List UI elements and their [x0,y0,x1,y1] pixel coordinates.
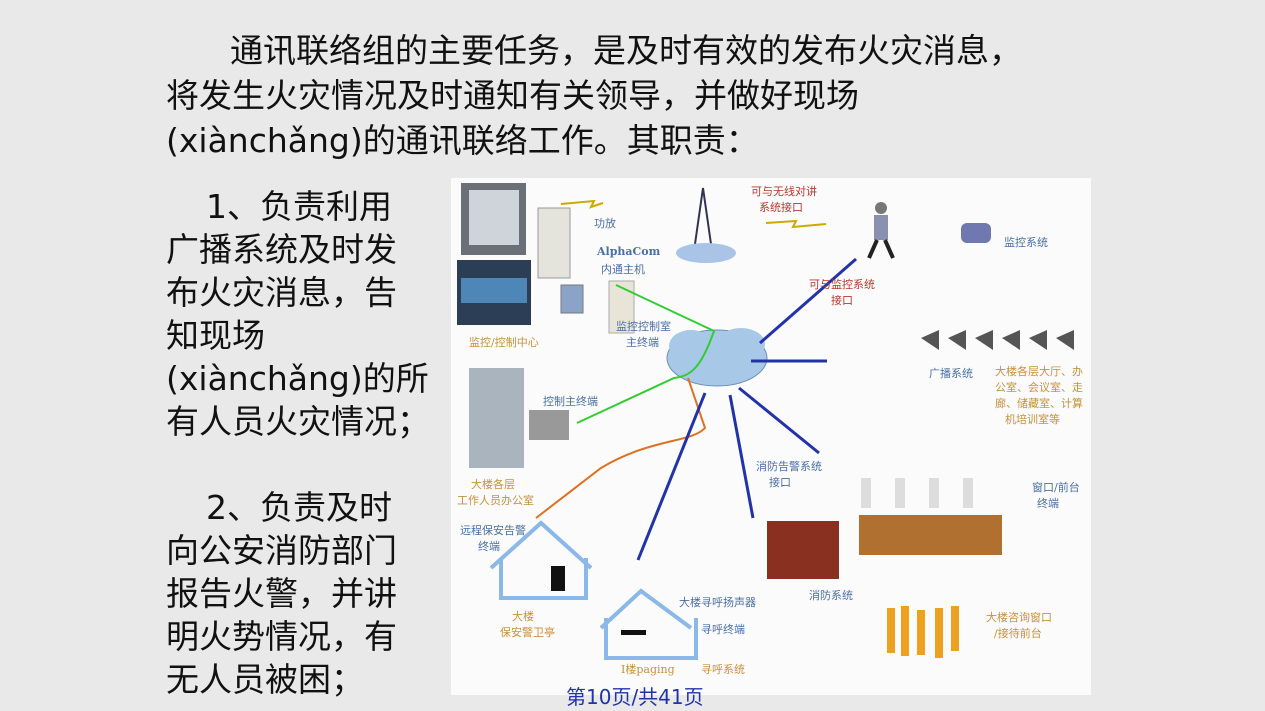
guard-house-icon [489,520,593,600]
duty-line: 2、负责及时 [206,488,392,527]
label: 保安警卫亭 [500,626,555,639]
duty-line: 布火灾消息，告 [166,273,397,312]
paging-house-icon [599,588,698,660]
label: 机培训室等 [1005,413,1060,426]
wireless-link-icon [765,219,827,229]
speaker-icons [921,330,1074,350]
label: 系统接口 [759,201,803,214]
label: 大楼咨询窗口 [986,611,1052,624]
label: /接待前台 [994,627,1042,640]
label: 远程保安告警 [460,524,526,537]
label: 可与监控系统 [809,278,875,291]
label: 寻呼终端 [701,623,745,636]
label: 控制主终端 [543,395,598,408]
label: 消防系统 [809,589,853,602]
label: 功放 [594,217,616,230]
label: 监控/控制中心 [469,336,539,349]
duty-line: 报告火警，并讲 [166,574,397,613]
label: 终端 [1037,497,1059,510]
network-diagram: 功放 AlphaCom 内通主机 可与无线对讲 系统接口 监控系统 可与监控系统… [451,178,1091,695]
camera-icon [961,223,991,243]
label: 广播系统 [929,367,973,380]
page-number: 第10页/共41页 [566,685,704,709]
diagram-graphics [457,183,1074,660]
monitor-image [560,284,584,314]
duty-line: 无人员被困； [166,660,364,699]
label: 终端 [478,540,500,553]
label: 廊、储藏室、计算 [995,397,1083,410]
label: 大楼 [512,610,534,623]
firefighter-photo [767,521,839,579]
control-center-image [457,183,531,325]
heading-line: 将发生火灾情况及时通知有关领导，并做好现场 [166,76,859,115]
duty-line: 向公安消防部门 [166,531,397,570]
label: 监控控制室 [616,320,671,333]
label: 大楼各层大厅、办 [995,365,1083,378]
connection-lines [535,257,857,561]
label: 窗口/前台 [1032,481,1080,494]
office-building-image [469,368,524,468]
slide-heading: 通讯联络组的主要任务，是及时有效的发布火灾消息， 将发生火灾情况及时通知有关领导… [166,28,1126,163]
duty-line: 知现场 [166,316,265,355]
duty-line: 明火势情况，有 [166,617,397,656]
label: 消防告警系统 [756,460,822,473]
label: 工作人员办公室 [457,494,534,507]
duty-item: 2、负责及时 向公安消防部门 报告火警，并讲 明火势情况，有 无人员被困； [166,486,456,701]
label: 监控系统 [1004,236,1048,249]
heading-line: 通讯联络组的主要任务，是及时有效的发布火灾消息， [230,31,1022,70]
label: 大楼寻呼扬声器 [679,596,756,609]
visitors-image [887,606,959,658]
duty-line: 广播系统及时发 [166,230,397,269]
duties-list: 1、负责利用 广播系统及时发 布火灾消息，告 知现场 (xiànchǎng)的所… [166,185,456,711]
label: 大楼各层 [471,478,515,491]
duty-line: (xiànchǎng)的所 [166,359,429,398]
label: 接口 [769,476,791,489]
label: 公室、会议室、走 [995,381,1083,394]
walkie-talkie-person-icon [867,202,895,259]
reception-desk-image [859,478,1002,555]
wireless-link-icon [560,199,604,209]
operator-photo [529,410,569,440]
label: 接口 [831,294,853,307]
radio-tower-icon [676,187,736,263]
duty-item: 1、负责利用 广播系统及时发 布火灾消息，告 知现场 (xiànchǎng)的所… [166,185,456,443]
label: AlphaCom [597,245,661,258]
duty-line: 1、负责利用 [206,187,392,226]
heading-line: (xiànchǎng)的通讯联络工作。其职责： [166,121,759,160]
label: 可与无线对讲 [751,185,817,198]
label: I楼paging [621,663,675,676]
label: 主终端 [626,336,659,349]
label: 内通主机 [601,263,645,276]
amplifier-image [537,207,571,279]
label: 寻呼系统 [701,663,745,676]
duty-line: 有人员火灾情况； [166,402,430,441]
master-terminal-image [608,280,635,334]
